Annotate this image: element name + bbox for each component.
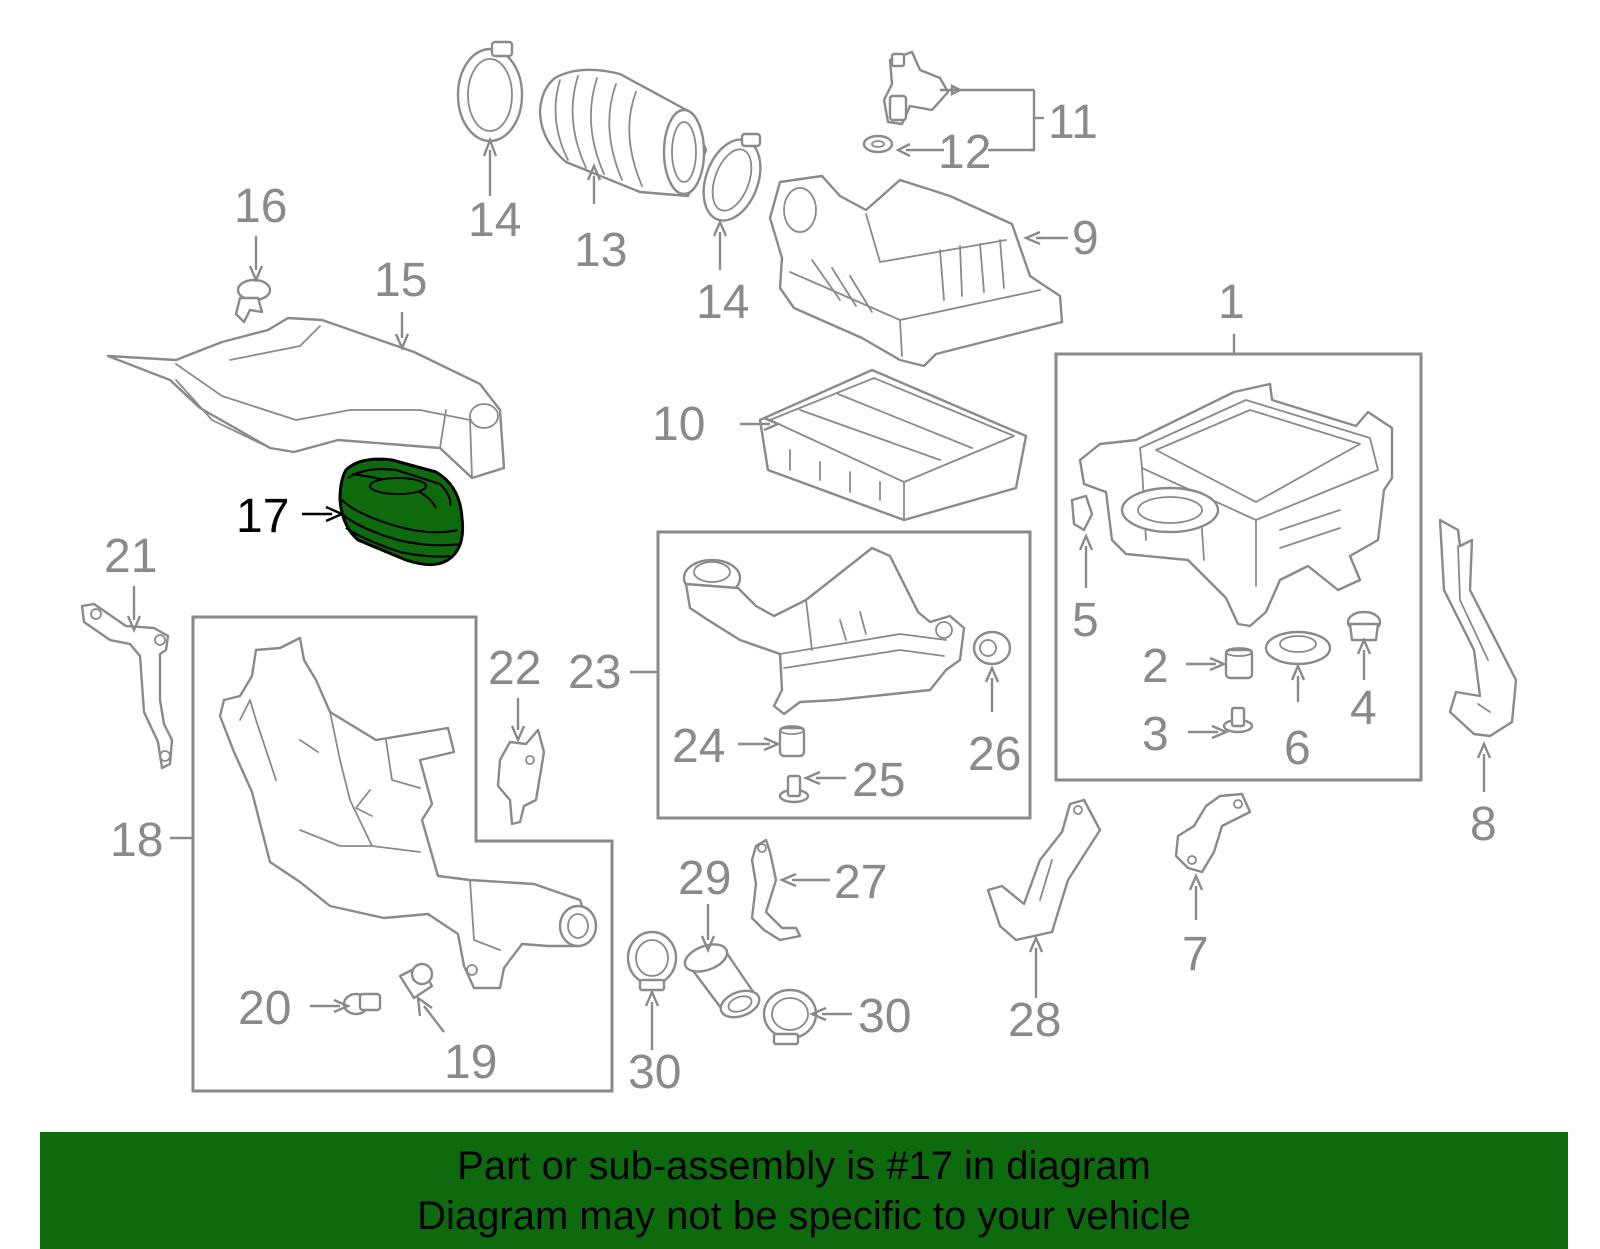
callout-25: 25 [852, 754, 905, 807]
callout-8: 8 [1470, 798, 1497, 851]
callout-26: 26 [968, 728, 1021, 781]
part-28-bracket [986, 798, 1102, 942]
callout-30-right: 30 [858, 990, 911, 1043]
group-box-1 [1054, 352, 1423, 782]
part-14-clamp-lower [702, 132, 762, 222]
callout-20: 20 [238, 982, 291, 1035]
part-22-bracket [496, 728, 546, 826]
part-3-bolt [1222, 706, 1254, 734]
part-23-resonator [682, 546, 966, 716]
info-banner: Part or sub-assembly is #17 in diagram D… [40, 1132, 1568, 1249]
callout-14-upper: 14 [468, 194, 521, 247]
part-17-seal-highlighted [338, 457, 465, 567]
callout-4: 4 [1350, 682, 1377, 735]
callout-10: 10 [652, 398, 705, 451]
callout-15: 15 [374, 254, 427, 307]
part-19-bushing [398, 962, 434, 1000]
callout-27: 27 [834, 856, 887, 909]
callout-7: 7 [1182, 928, 1209, 981]
callout-5: 5 [1072, 594, 1099, 647]
part-27-bracket [750, 838, 802, 942]
callout-30-left: 30 [628, 1046, 681, 1099]
callout-22: 22 [488, 642, 541, 695]
callout-18: 18 [110, 814, 163, 867]
leader-lines [126, 84, 1492, 1050]
callout-29: 29 [678, 852, 731, 905]
callout-13: 13 [574, 224, 627, 277]
callout-1: 1 [1218, 276, 1245, 329]
part-30-clamp-left [626, 930, 678, 992]
callout-11: 11 [1048, 96, 1098, 149]
part-18-lower-duct [218, 636, 598, 990]
part-4-mount [1346, 610, 1382, 642]
part-30-clamp-right [762, 988, 818, 1046]
part-9-air-cleaner-cover [768, 174, 1064, 368]
callout-9: 9 [1072, 212, 1099, 265]
callout-16: 16 [234, 180, 287, 233]
callout-12: 12 [938, 126, 991, 179]
part-6-grommet [1264, 630, 1332, 666]
callout-23: 23 [568, 646, 621, 699]
callout-14-lower: 14 [696, 276, 749, 329]
banner-background [40, 1132, 1568, 1249]
callout-28: 28 [1008, 994, 1061, 1047]
part-24-bushing [778, 725, 806, 758]
banner-line-disclaimer: Diagram may not be specific to your vehi… [417, 1193, 1191, 1238]
callout-2: 2 [1142, 640, 1169, 693]
callout-3: 3 [1142, 708, 1169, 761]
callout-labels: 1 2 3 4 5 6 7 8 9 10 11 12 13 14 14 15 1… [104, 96, 1497, 1099]
callout-24: 24 [672, 720, 725, 773]
part-14-clamp-upper [456, 40, 524, 143]
part-8-bracket [1438, 518, 1518, 738]
banner-line-part: Part or sub-assembly is #17 in diagram [457, 1143, 1151, 1188]
callout-17: 17 [236, 490, 289, 543]
part-5-clip [1070, 494, 1094, 532]
part-21-bracket [80, 602, 174, 770]
part-15-air-duct [106, 316, 506, 480]
callout-6: 6 [1284, 722, 1311, 775]
part-29-hose [683, 943, 761, 1019]
part-7-bracket [1174, 792, 1252, 874]
group-box-23 [656, 530, 1032, 820]
part-25-bolt [778, 774, 810, 804]
part-12-o-ring [862, 134, 894, 154]
part-16-clip [234, 278, 272, 324]
part-26-grommet [972, 630, 1012, 666]
part-20-bolt [342, 992, 382, 1016]
callout-19: 19 [444, 1036, 497, 1089]
part-11-airflow-sensor [882, 50, 950, 126]
part-1-air-cleaner-case [1078, 382, 1394, 628]
callout-21: 21 [104, 530, 157, 583]
part-2-bushing [1224, 647, 1254, 680]
part-10-air-filter [758, 368, 1028, 522]
part-13-intake-boot [538, 68, 708, 198]
group-box-18 [191, 615, 614, 1093]
